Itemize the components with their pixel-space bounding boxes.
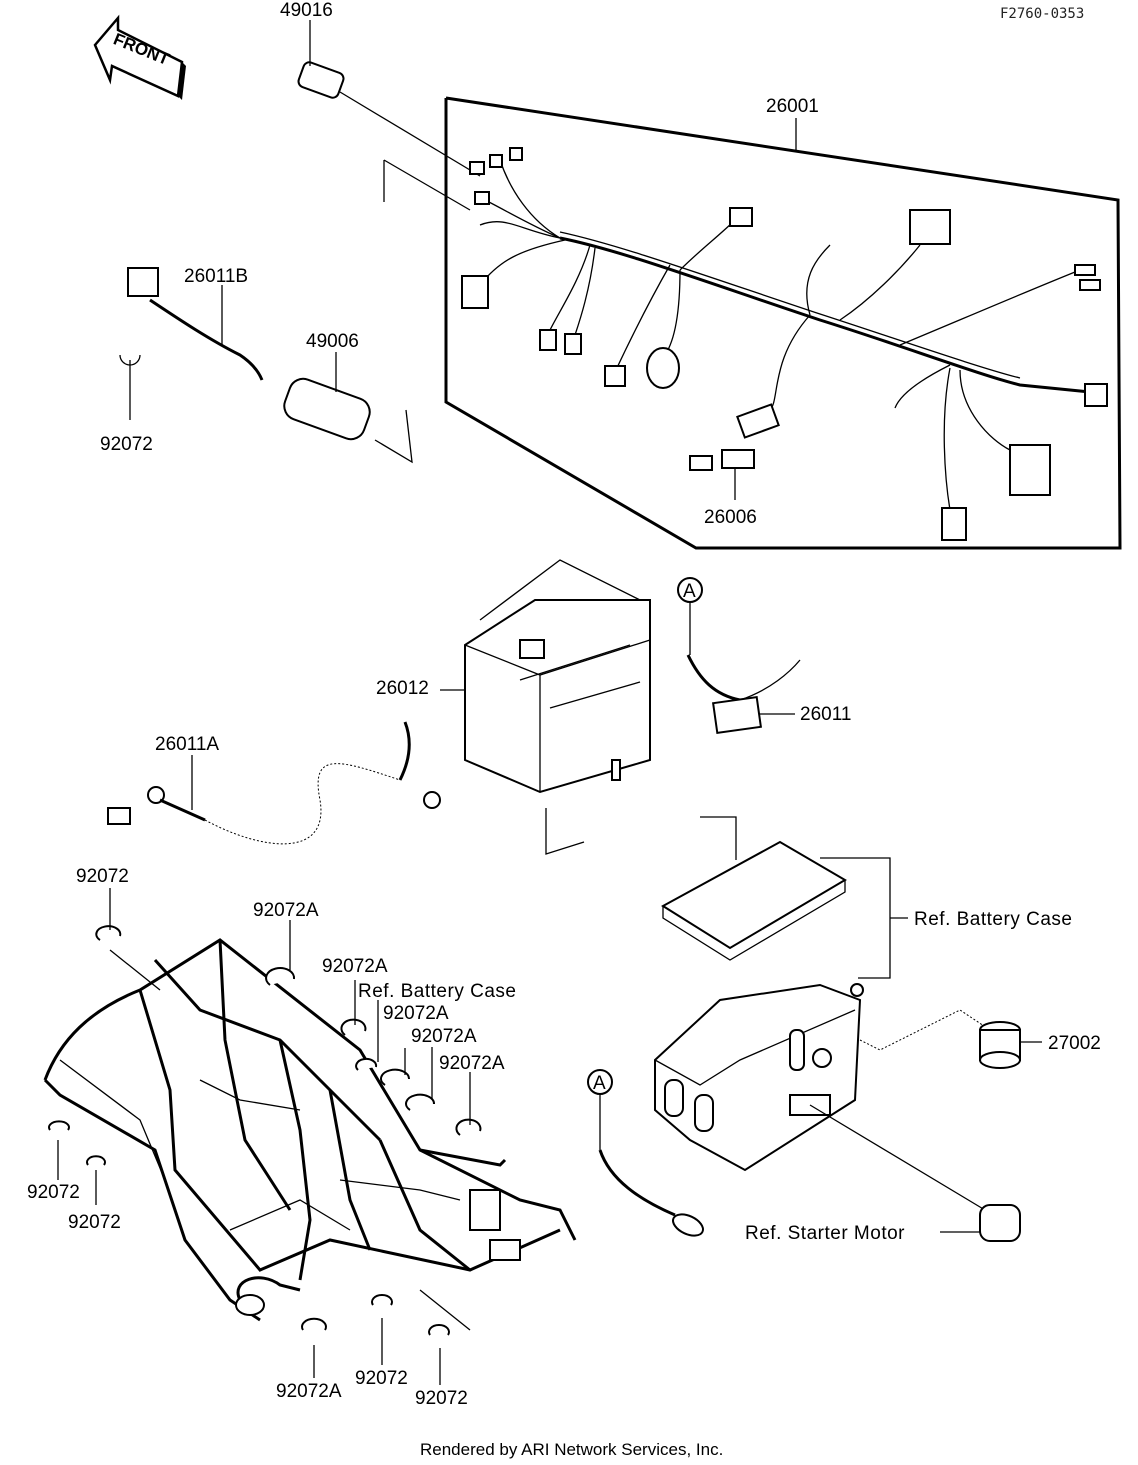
part-26011a-cable (107, 721, 441, 845)
sheet-code: F2760-0353 (1000, 6, 1084, 22)
label-49016: 49016 (280, 0, 333, 21)
ref-battery-case-frame: Ref. Battery Case (358, 981, 516, 1002)
label-frame-92072a-4: 92072A (411, 1026, 477, 1047)
label-frame-92072a-5: 92072A (439, 1053, 505, 1074)
battery-pad (661, 816, 847, 961)
part-26011b-lead (119, 267, 264, 420)
svg-text:A: A (593, 1073, 606, 1094)
connector-6pin-bottom (1009, 444, 1051, 496)
label-26011b: 26011B (184, 266, 248, 287)
label-frame-92072a-3: 92072A (383, 1003, 449, 1024)
part-27002-relay (979, 1021, 1021, 1069)
label-frame-92072-left1: 92072 (27, 1182, 80, 1203)
label-26011a: 26011A (155, 734, 219, 755)
label-frame-92072a-1: 92072A (253, 900, 319, 921)
connector-4pin-left (461, 275, 489, 309)
vehicle-frame (43, 938, 577, 1331)
label-frame-92072-a: 92072 (76, 866, 129, 887)
part-26006-fuse (721, 449, 755, 469)
footer-credit: Rendered by ARI Network Services, Inc. (420, 1440, 723, 1459)
callout-a-upper: A (677, 577, 801, 735)
harness-group-box (383, 96, 1122, 550)
main-wiring-harness (461, 147, 1108, 541)
label-frame-92072a-bottom: 92072A (276, 1381, 342, 1402)
label-26001: 26001 (766, 96, 819, 117)
label-frame-92072-left2: 92072 (68, 1212, 121, 1233)
starter-relay-part (940, 1204, 1021, 1242)
battery-case (654, 983, 864, 1172)
connector-6pin-top (909, 209, 951, 245)
battery-26012 (440, 559, 651, 794)
ref-battery-case-right: Ref. Battery Case (914, 909, 1072, 930)
label-frame-92072-bottom2: 92072 (415, 1388, 468, 1409)
ref-starter-motor: Ref. Starter Motor (745, 1223, 905, 1244)
part-49016-sleeve (297, 20, 481, 177)
label-frame-92072-bottom1: 92072 (355, 1368, 408, 1389)
label-26006: 26006 (704, 507, 757, 528)
part-49006-cap (283, 352, 413, 464)
frame-clips (48, 888, 482, 1385)
svg-text:A: A (683, 581, 696, 602)
label-92072-top: 92072 (100, 434, 153, 455)
label-49006: 49006 (306, 331, 359, 352)
callout-a-lower: A (587, 1069, 704, 1237)
label-frame-92072a-2: 92072A (322, 956, 388, 977)
label-26012: 26012 (376, 678, 429, 699)
label-27002: 27002 (1048, 1033, 1101, 1054)
front-arrow-icon: FRONT (93, 14, 186, 100)
label-26011: 26011 (800, 704, 851, 725)
